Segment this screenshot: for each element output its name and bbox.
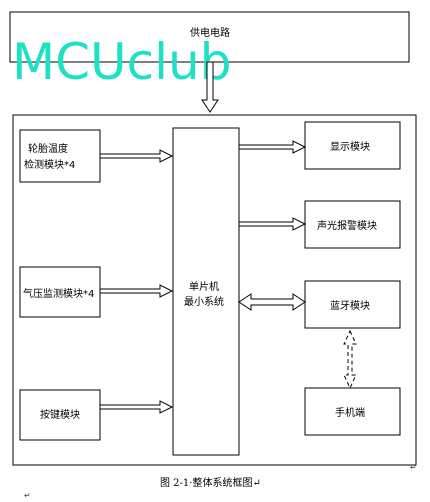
pressure-module-box xyxy=(19,266,101,318)
bluetooth-module-label: 蓝牙模块 xyxy=(330,300,370,312)
mcu-label-line1: 单片机 xyxy=(189,280,219,293)
power-to-system-arrow xyxy=(201,61,219,113)
power-supply-box xyxy=(9,11,410,63)
pressure-to-mcu-arrow xyxy=(99,284,174,298)
keys-module-label: 按键模块 xyxy=(40,408,80,421)
mcu-bluetooth-bidirectional-arrow xyxy=(238,293,306,311)
mcu-box xyxy=(172,127,240,456)
mcu-to-alarm-arrow xyxy=(238,217,307,231)
figure-caption: 图 2-1·整体系统框图↵ xyxy=(160,476,261,489)
bluetooth-module-box xyxy=(304,280,401,329)
phone-box xyxy=(304,387,401,436)
mcuclub-watermark: MCUclub xyxy=(12,33,231,91)
tire-temp-module-box xyxy=(19,129,101,183)
phone-label: 手机端 xyxy=(335,406,365,419)
power-supply-label: 供电电路 xyxy=(190,26,230,39)
paragraph-mark-bottom: ↵ xyxy=(24,491,31,500)
mcu-to-display-arrow xyxy=(238,140,307,154)
keys-module-box xyxy=(19,389,101,441)
tire-temp-to-mcu-arrow xyxy=(99,149,174,163)
mcu-label-line2: 最小系统 xyxy=(184,295,224,308)
keys-to-mcu-arrow xyxy=(99,400,174,414)
alarm-module-box xyxy=(304,200,401,249)
display-module-box xyxy=(304,121,401,170)
tire-temp-label-line1: 轮胎温度 xyxy=(28,142,68,155)
pressure-module-label: 气压监测模块*4 xyxy=(23,287,94,300)
alarm-module-label: 声光报警模块 xyxy=(317,219,377,232)
paragraph-mark-right: ↵ xyxy=(410,463,417,472)
tire-temp-label-line2: 检测模块*4 xyxy=(24,158,75,171)
bluetooth-phone-wireless-link xyxy=(343,329,357,390)
display-module-label: 显示模块 xyxy=(330,141,370,153)
